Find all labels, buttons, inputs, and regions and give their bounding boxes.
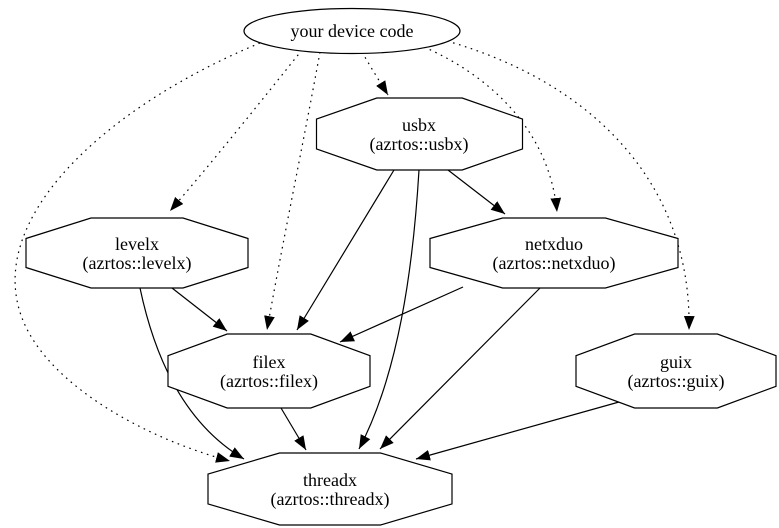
- edge-device-usbx: [361, 51, 389, 96]
- node-levelx-shape: [25, 217, 249, 289]
- edge-levelx-filex: [171, 287, 228, 332]
- node-guix-shape: [575, 333, 777, 409]
- node-guix-title: guix: [660, 352, 692, 372]
- node-threadx-subtitle: (azrtos::threadx): [271, 489, 390, 510]
- node-usbx-subtitle: (azrtos::usbx): [370, 134, 469, 155]
- node-usbx-title: usbx: [402, 115, 436, 135]
- node-netxduo-title: netxduo: [525, 234, 583, 254]
- node-device-label: your device code: [291, 21, 414, 41]
- edge-device-levelx: [169, 49, 303, 212]
- edge-device-guix: [446, 40, 695, 331]
- node-usbx: usbx (azrtos::usbx): [315, 97, 524, 171]
- node-threadx-title: threadx: [303, 470, 357, 490]
- node-usbx-shape: [315, 97, 524, 171]
- edge-device-threadx: [14, 42, 261, 463]
- edge-device-netxduo: [423, 46, 562, 213]
- node-levelx-subtitle: (azrtos::levelx): [83, 253, 192, 274]
- edge-filex-threadx: [280, 407, 307, 451]
- edge-guix-threadx: [415, 401, 620, 461]
- node-threadx: threadx (azrtos::threadx): [207, 452, 453, 526]
- node-filex-shape: [167, 333, 371, 409]
- node-levelx-title: levelx: [115, 234, 159, 254]
- node-netxduo: netxduo (azrtos::netxduo): [429, 217, 679, 289]
- edge-usbx-threadx: [358, 169, 420, 450]
- node-filex-subtitle: (azrtos::filex): [220, 371, 318, 392]
- node-netxduo-shape: [429, 217, 679, 289]
- node-guix-subtitle: (azrtos::guix): [628, 371, 725, 392]
- edge-usbx-filex: [296, 169, 395, 331]
- edge-netxduo-filex: [339, 286, 464, 343]
- node-levelx: levelx (azrtos::levelx): [25, 217, 249, 289]
- node-filex-title: filex: [253, 352, 286, 372]
- node-threadx-shape: [207, 452, 453, 526]
- edge-device-filex: [264, 51, 321, 331]
- node-device: your device code: [243, 7, 461, 55]
- node-netxduo-subtitle: (azrtos::netxduo): [493, 253, 616, 274]
- node-filex: filex (azrtos::filex): [167, 333, 371, 409]
- node-guix: guix (azrtos::guix): [575, 333, 777, 409]
- node-device-shape: [243, 7, 461, 55]
- edge-netxduo-threadx: [379, 287, 541, 450]
- edge-usbx-netxduo: [447, 169, 506, 215]
